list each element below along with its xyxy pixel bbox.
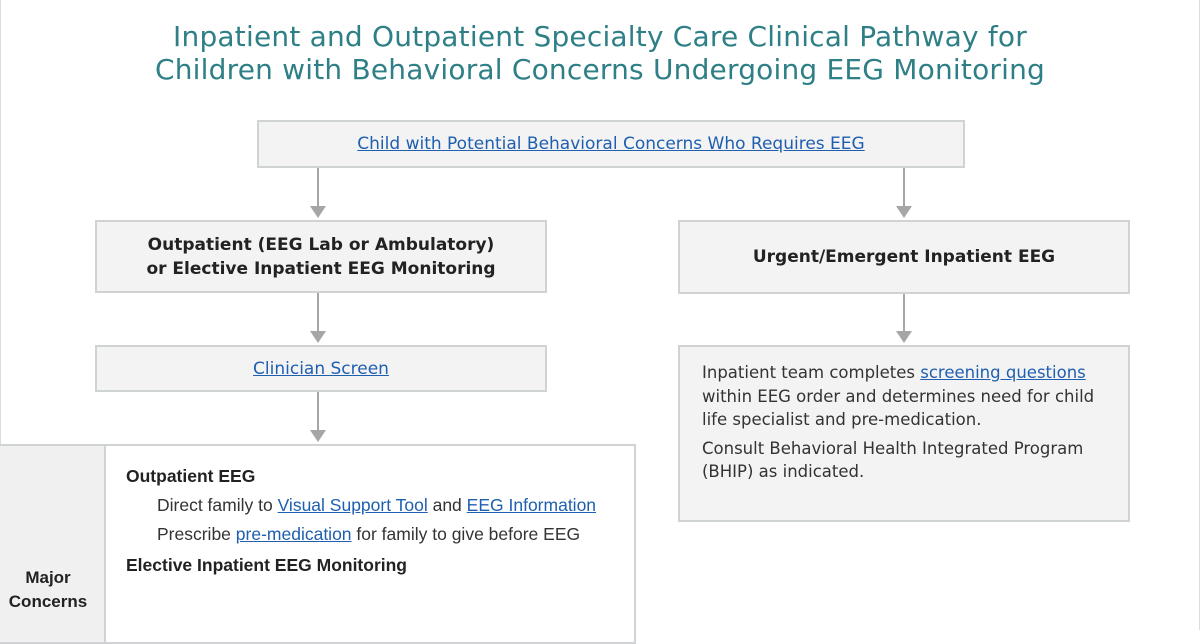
inpatient-team-box: Inpatient team completes screening quest…: [678, 345, 1130, 522]
prescribe-text: Prescribe: [157, 524, 236, 544]
urgent-inpatient-label: Urgent/Emergent Inpatient EEG: [752, 247, 1056, 267]
pre-medication-text-after: for family to give before EEG: [351, 524, 581, 544]
inpatient-team-paragraph-2: Consult Behavioral Health Integrated Pro…: [702, 438, 1084, 482]
visual-support-text: Direct family to: [157, 495, 278, 515]
major-concerns-side: Major Concerns: [0, 446, 106, 642]
title-line-1: Inpatient and Outpatient Specialty Care …: [173, 20, 1027, 53]
elective-inpatient-heading: Elective Inpatient EEG Monitoring: [126, 555, 407, 575]
visual-support-item: Direct family to Visual Support Tool and…: [157, 493, 624, 518]
visual-support-and: and: [427, 495, 467, 515]
screening-questions-link[interactable]: screening questions: [920, 363, 1086, 382]
eeg-information-link[interactable]: EEG Information: [466, 495, 597, 515]
visual-support-tool-link[interactable]: Visual Support Tool: [277, 495, 428, 515]
outpatient-eeg-heading: Outpatient EEG: [126, 466, 256, 486]
pre-medication-item: Prescribe pre-medication for family to g…: [157, 522, 624, 547]
concerns-label: Concerns: [8, 592, 88, 611]
major-concerns-box: Major Concerns Outpatient EEG Direct fam…: [0, 444, 636, 644]
left-frame-line: [0, 0, 1, 630]
inpatient-team-paragraph-1: Inpatient team completes screening quest…: [702, 361, 1108, 432]
pathway-title: Inpatient and Outpatient Specialty Care …: [0, 20, 1200, 86]
outpatient-line-1: Outpatient (EEG Lab or Ambulatory): [147, 234, 495, 255]
clinician-screen-box: Clinician Screen: [95, 345, 547, 392]
arrow-to-inpatient-team: [896, 294, 912, 343]
major-label: Major: [25, 568, 71, 587]
arrow-to-clinician-screen: [310, 293, 326, 343]
inpatient-team-text-before: Inpatient team completes: [702, 363, 921, 382]
inpatient-team-text-after: within EEG order and determines need for…: [702, 386, 1095, 430]
pre-medication-link[interactable]: pre-medication: [235, 524, 352, 544]
arrow-to-major-concerns: [310, 392, 326, 442]
outpatient-line-2: or Elective Inpatient EEG Monitoring: [146, 258, 496, 279]
arrow-to-urgent: [896, 168, 912, 218]
start-box: Child with Potential Behavioral Concerns…: [257, 120, 965, 168]
clinician-screen-link[interactable]: Clinician Screen: [253, 358, 389, 379]
title-line-2: Children with Behavioral Concerns Underg…: [154, 53, 1046, 86]
outpatient-elective-box: Outpatient (EEG Lab or Ambulatory) or El…: [95, 220, 547, 293]
arrow-to-outpatient: [310, 168, 326, 218]
urgent-inpatient-box: Urgent/Emergent Inpatient EEG: [678, 220, 1130, 294]
major-concerns-content: Outpatient EEG Direct family to Visual S…: [126, 464, 624, 578]
child-behavioral-concerns-link[interactable]: Child with Potential Behavioral Concerns…: [357, 134, 865, 154]
major-concerns-label: Major Concerns: [0, 566, 108, 614]
